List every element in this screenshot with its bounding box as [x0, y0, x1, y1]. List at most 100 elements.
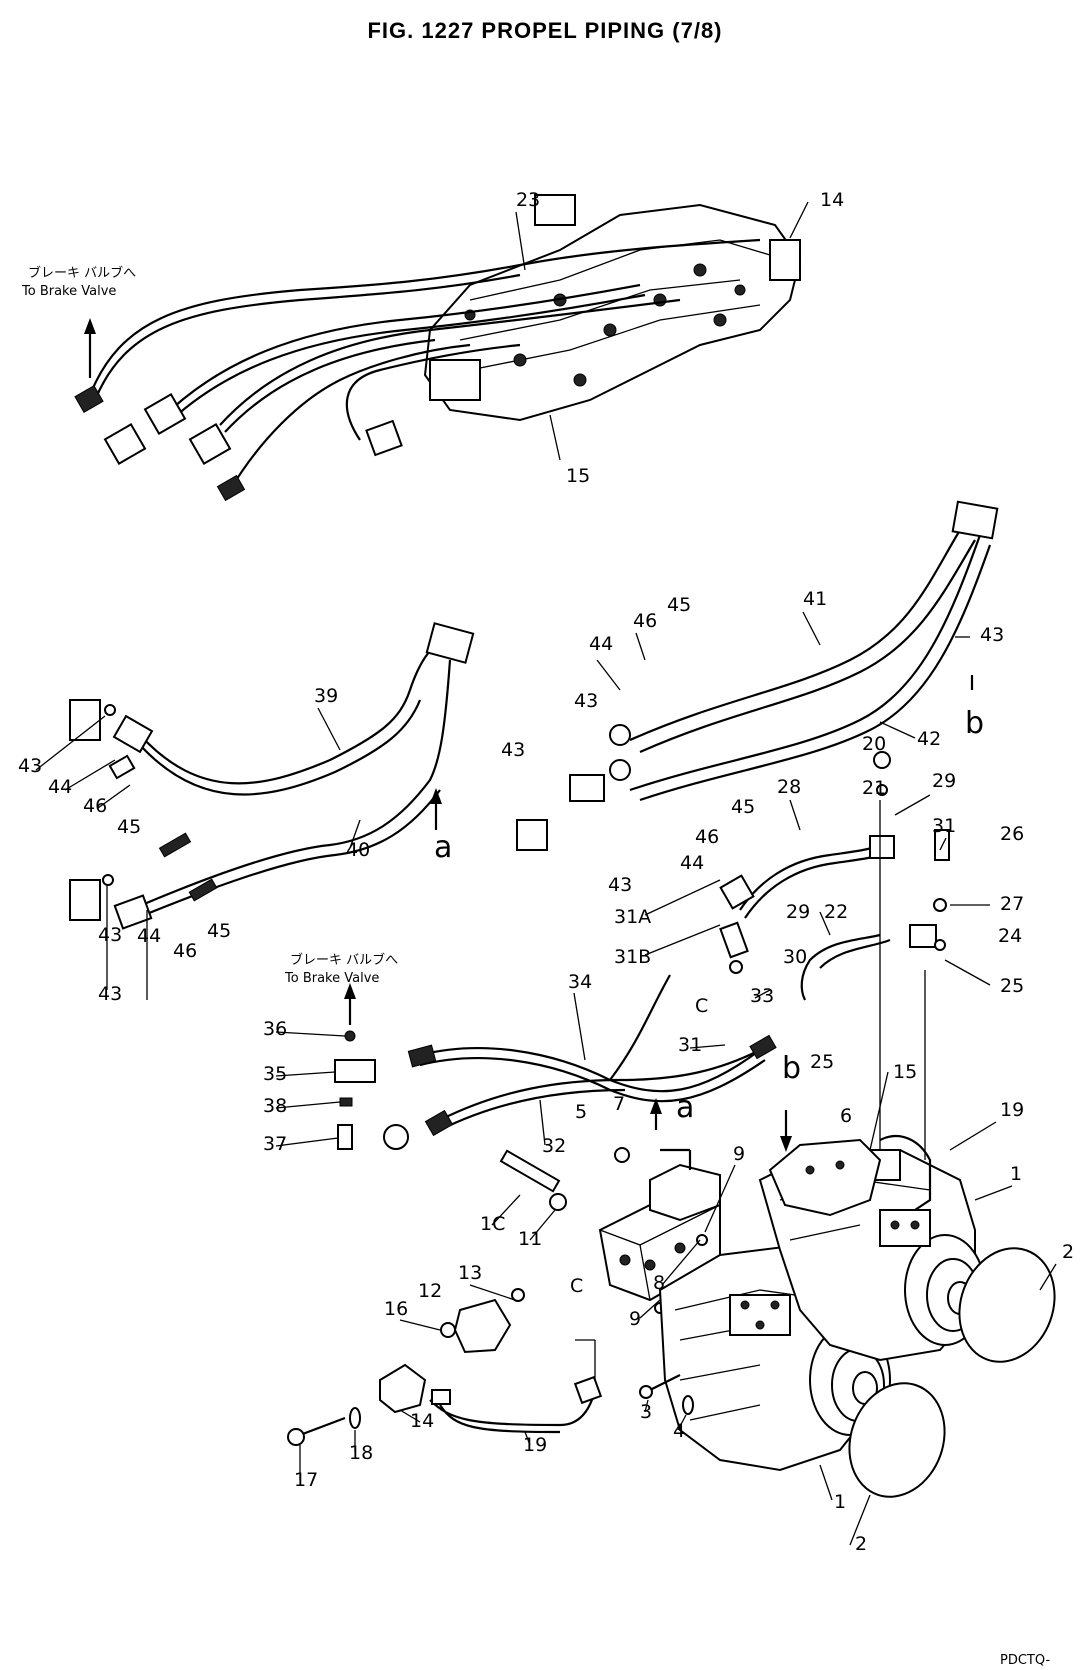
bolts-3-4 — [639, 1374, 694, 1415]
callout-c29a: 29 — [932, 770, 956, 792]
callout-c43e: 43 — [608, 874, 632, 896]
callout-c44a: 44 — [589, 633, 613, 655]
callout-c34: 34 — [568, 971, 592, 993]
callout-c46a: 46 — [633, 610, 657, 632]
callout-c5: 5 — [575, 1101, 587, 1123]
callout-c27: 27 — [1000, 893, 1024, 915]
callout-c14b: 14 — [410, 1410, 434, 1432]
mid-brake-arrow — [344, 983, 356, 1025]
callout-c12: 12 — [418, 1280, 442, 1302]
hose-39-40 — [69, 622, 475, 930]
callout-c30: 30 — [783, 946, 807, 968]
arrow-b-big — [780, 1110, 792, 1152]
top-hoses — [74, 238, 761, 502]
callout-cCmid: C — [695, 995, 708, 1017]
callout-c24: 24 — [998, 925, 1022, 947]
callout-c1b: 1 — [834, 1491, 846, 1513]
callout-c18: 18 — [349, 1442, 373, 1464]
top-brake-arrow — [84, 318, 96, 378]
note-jp-top: ブレーキ バルブへ — [28, 265, 136, 281]
callout-c31a: 31 — [932, 815, 956, 837]
callout-c42: 42 — [917, 728, 941, 750]
callout-c31B: 31B — [614, 946, 651, 968]
callout-c44b: 44 — [48, 776, 72, 798]
callout-c4: 4 — [673, 1420, 685, 1442]
callout-c28: 28 — [777, 776, 801, 798]
callout-cbsmall: b — [965, 706, 984, 741]
callout-cabig: a — [676, 1090, 694, 1125]
callout-c16: 16 — [384, 1298, 408, 1320]
callout-c43g: 43 — [98, 983, 122, 1005]
callout-c2b: 2 — [855, 1533, 867, 1555]
callout-c45d: 45 — [207, 920, 231, 942]
callout-cCbot: C — [570, 1275, 583, 1297]
callout-c22: 22 — [824, 901, 848, 923]
callout-c43f: 43 — [98, 924, 122, 946]
note-jp-mid: ブレーキ バルブへ — [290, 952, 398, 968]
callout-c31A: 31A — [614, 906, 651, 928]
callout-c25b: 25 — [810, 1051, 834, 1073]
callout-c45b: 45 — [731, 796, 755, 818]
callout-c44d: 44 — [137, 925, 161, 947]
callout-c39: 39 — [314, 685, 338, 707]
callout-c19a: 19 — [1000, 1099, 1024, 1121]
callout-c29b: 29 — [786, 901, 810, 923]
callout-c40: 40 — [346, 839, 370, 861]
callout-c36: 36 — [263, 1018, 287, 1040]
callout-c45c: 45 — [117, 816, 141, 838]
callout-c26: 26 — [1000, 823, 1024, 845]
callout-c1a: 1 — [1010, 1163, 1022, 1185]
callout-c14a: 14 — [820, 189, 844, 211]
parts-12-19 — [287, 1298, 603, 1446]
callout-c2a: 2 — [1062, 1241, 1074, 1263]
callout-cbbig: b — [782, 1051, 801, 1086]
leader-lines — [35, 201, 1057, 1546]
callout-c35: 35 — [263, 1063, 287, 1085]
callout-c23: 23 — [516, 189, 540, 211]
figure-title: FIG. 1227 PROPEL PIPING (7/8) — [367, 18, 723, 43]
callout-c37: 37 — [263, 1133, 287, 1155]
callout-c20: 20 — [862, 733, 886, 755]
callout-c9b: 9 — [629, 1308, 641, 1330]
callout-c9a: 9 — [733, 1143, 745, 1165]
callout-c19b: 19 — [523, 1434, 547, 1456]
callout-c43a: 43 — [980, 624, 1004, 646]
note-en-top: To Brake Valve — [21, 284, 116, 299]
callout-c33: 33 — [750, 985, 774, 1007]
callout-c32: 32 — [542, 1135, 566, 1157]
callout-c7: 7 — [613, 1093, 625, 1115]
callout-c43d: 43 — [501, 739, 525, 761]
callout-c3: 3 — [640, 1401, 652, 1423]
arrow-a-mid — [430, 788, 442, 830]
hose-34-32 — [334, 974, 777, 1150]
callout-c45a: 45 — [667, 594, 691, 616]
callout-c6: 6 — [840, 1105, 852, 1127]
callout-c8: 8 — [653, 1272, 665, 1294]
callout-c44c: 44 — [680, 852, 704, 874]
corner-code: PDCTQ- — [1000, 1653, 1050, 1668]
callout-c46b: 46 — [83, 795, 107, 817]
hose-41-42 — [516, 500, 999, 851]
callout-c17: 17 — [294, 1469, 318, 1491]
callout-c38: 38 — [263, 1095, 287, 1117]
callout-c1C: 1C — [480, 1213, 505, 1235]
callout-c41: 41 — [803, 588, 827, 610]
callout-c46c: 46 — [695, 826, 719, 848]
callout-c15a: 15 — [566, 465, 590, 487]
callout-c21: 21 — [862, 777, 886, 799]
o-rings-2 — [848, 1247, 1056, 1498]
callout-c43c: 43 — [18, 755, 42, 777]
fittings-20-31 — [719, 751, 950, 1160]
callout-c25a: 25 — [1000, 975, 1024, 997]
callout-c46d: 46 — [173, 940, 197, 962]
callout-c13: 13 — [458, 1262, 482, 1284]
note-en-mid: To Brake Valve — [284, 971, 379, 986]
manifold-block-15 — [768, 1135, 932, 1217]
callout-casmall: a — [434, 830, 452, 865]
callout-c15b: 15 — [893, 1061, 917, 1083]
callout-c43b: 43 — [574, 690, 598, 712]
callout-c11: 11 — [518, 1228, 542, 1250]
callout-c31b: 31 — [678, 1034, 702, 1056]
